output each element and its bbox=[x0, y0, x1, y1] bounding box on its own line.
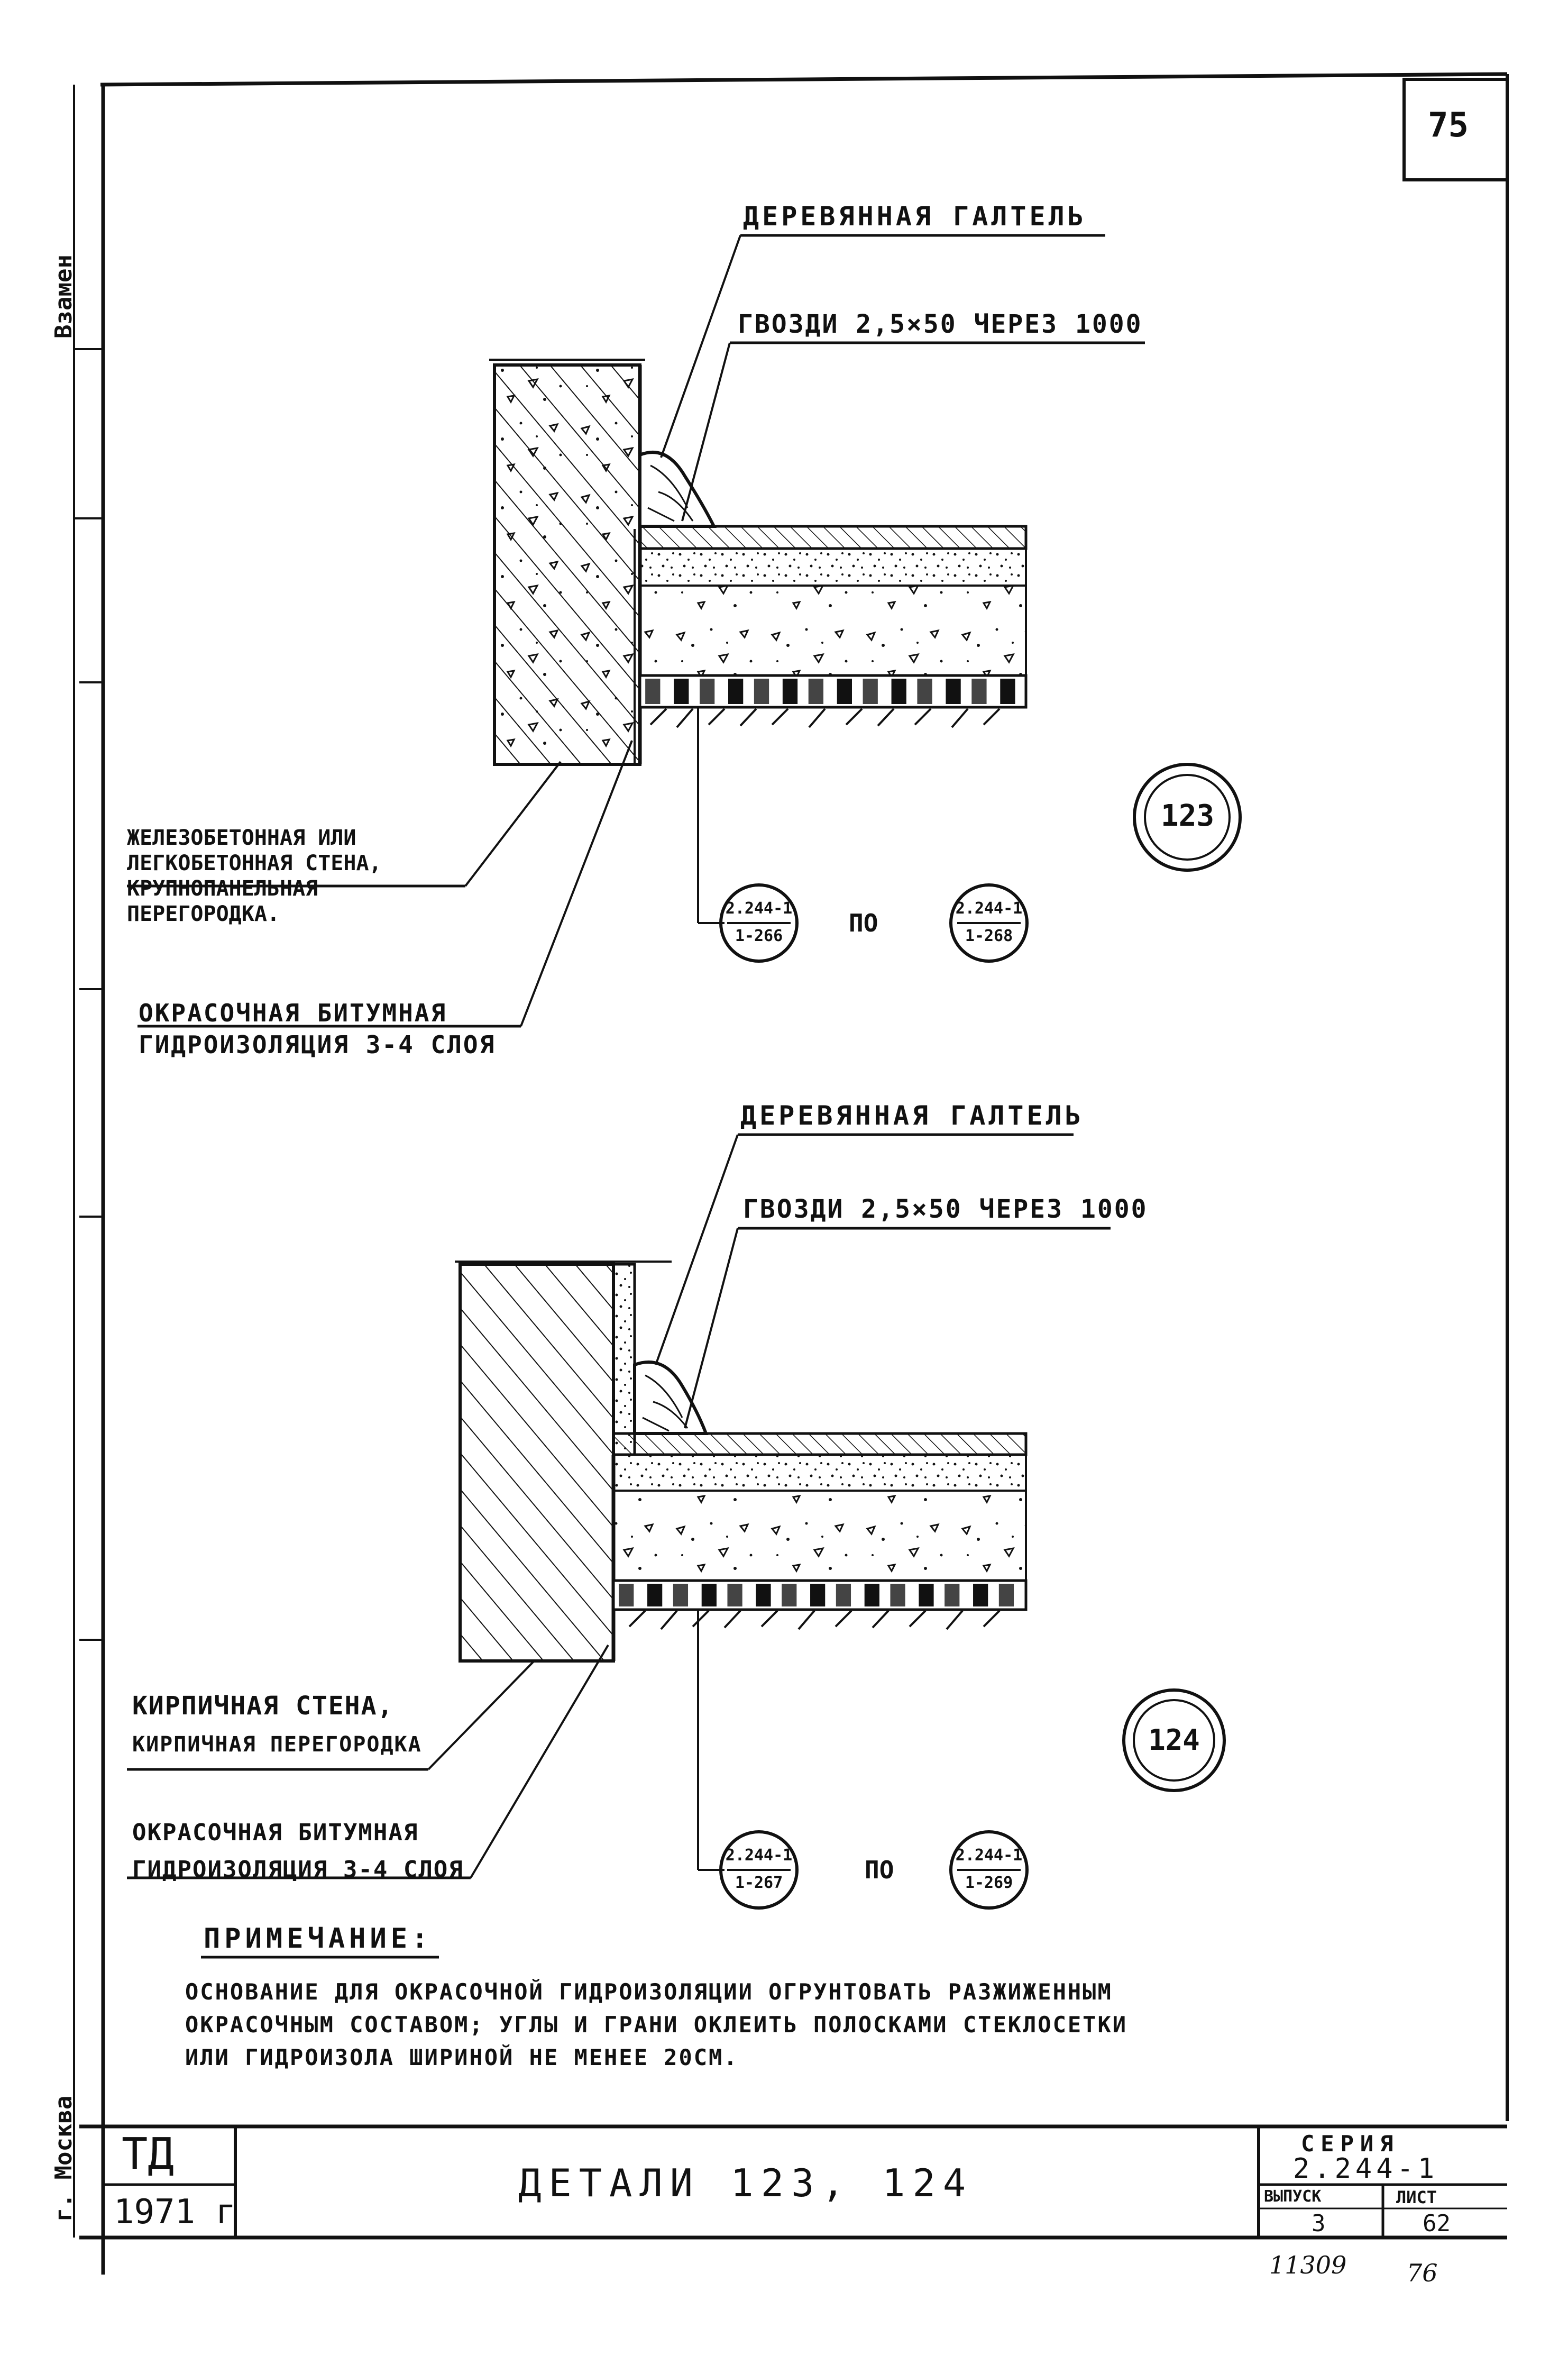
gravel-block bbox=[727, 1584, 742, 1606]
sheet-number: 75 bbox=[1428, 106, 1469, 145]
ref-to-124-top: 2.244-1 bbox=[955, 1846, 1023, 1865]
gravel-block bbox=[647, 1584, 663, 1606]
sheet-title: ДЕТАЛИ 123, 124 bbox=[518, 2161, 974, 2205]
issue-value: 3 bbox=[1312, 2210, 1326, 2237]
gravel-block bbox=[864, 1584, 879, 1606]
gravel-block bbox=[728, 679, 744, 704]
label-wall-124-line-2: КИРПИЧНАЯ ПЕРЕГОРОДКА bbox=[132, 1732, 422, 1757]
gravel-block bbox=[808, 679, 823, 704]
detail-number-124: 124 bbox=[1148, 1723, 1200, 1757]
label-wall-123-line-1: ЖЕЛЕЗОБЕТОННАЯ ИЛИ bbox=[127, 826, 356, 850]
gravel-block bbox=[945, 1584, 960, 1606]
note-title: ПРИМЕЧАНИЕ: bbox=[204, 1923, 433, 1955]
gravel-block bbox=[756, 1584, 771, 1606]
issue-label: ВЫПУСК bbox=[1264, 2187, 1322, 2206]
label-insulation-123-line-2: ГИДРОИЗОЛЯЦИЯ 3-4 СЛОЯ bbox=[139, 1030, 496, 1059]
inventory-number: 11309 bbox=[1269, 2251, 1347, 2279]
gravel-block bbox=[1000, 679, 1015, 704]
detail-number-123: 123 bbox=[1161, 799, 1215, 833]
label-wall-124-line-1: КИРПИЧНАЯ СТЕНА, bbox=[132, 1691, 394, 1721]
gravel-block bbox=[700, 679, 715, 704]
sheet-label: ЛИСТ bbox=[1396, 2187, 1437, 2207]
ref-from-124-bottom: 1-267 bbox=[735, 1874, 783, 1892]
ref-word-123: ПО bbox=[849, 909, 878, 937]
note-line-2: ОКРАСОЧНЫМ СОСТАВОМ; УГЛЫ И ГРАНИ ОКЛЕИТ… bbox=[185, 2012, 1128, 2038]
ref-from-124-top: 2.244-1 bbox=[725, 1846, 793, 1865]
note-body: ОСНОВАНИЕ ДЛЯ ОКРАСОЧНОЙ ГИДРОИЗОЛЯЦИИ О… bbox=[185, 1976, 1127, 2074]
year: 1971 г bbox=[114, 2193, 236, 2232]
gravel-block bbox=[919, 1584, 934, 1606]
gravel-block bbox=[890, 1584, 905, 1606]
label-insulation-123-line-1: ОКРАСОЧНАЯ БИТУМНАЯ bbox=[139, 999, 447, 1027]
label-gatel-124: ДЕРЕВЯННАЯ ГАЛТЕЛЬ bbox=[740, 1100, 1084, 1131]
label-insulation-124: ОКРАСОЧНАЯ БИТУМНАЯ ГИДРОИЗОЛЯЦИЯ 3-4 СЛ… bbox=[132, 1814, 464, 1888]
gravel-block bbox=[782, 679, 798, 704]
note-line-1: ОСНОВАНИЕ ДЛЯ ОКРАСОЧНОЙ ГИДРОИЗОЛЯЦИИ О… bbox=[185, 1979, 1113, 2005]
gravel-block bbox=[863, 679, 878, 704]
margin-stamp-top: Взамен bbox=[50, 254, 77, 339]
label-wall-123-line-3: КРУПНОПАНЕЛЬНАЯ bbox=[127, 876, 318, 901]
label-insulation-124-line-1: ОКРАСОЧНАЯ БИТУМНАЯ bbox=[132, 1819, 419, 1846]
label-wall-123-line-2: ЛЕГКОБЕТОННАЯ СТЕНА, bbox=[127, 851, 382, 875]
label-insulation-124-line-2: ГИДРОИЗОЛЯЦИЯ 3-4 СЛОЯ bbox=[132, 1856, 464, 1883]
gravel-block bbox=[674, 679, 689, 704]
label-wall-124: КИРПИЧНАЯ СТЕНА, bbox=[132, 1677, 393, 1735]
label-nails-124: ГВОЗДИ 2,5×50 ЧЕРЕЗ 1000 bbox=[743, 1194, 1148, 1224]
series-value: 2.244-1 bbox=[1293, 2153, 1439, 2185]
gravel-block bbox=[701, 1584, 717, 1606]
label-nails-123: ГВОЗДИ 2,5×50 ЧЕРЕЗ 1000 bbox=[738, 309, 1143, 339]
sheet-value: 62 bbox=[1423, 2210, 1451, 2237]
org-code: ТД bbox=[122, 2129, 174, 2179]
margin-stamp-bottom: г. Москва bbox=[50, 2095, 77, 2222]
gravel-block bbox=[645, 679, 661, 704]
gravel-block bbox=[810, 1584, 826, 1606]
ref-from-123-top: 2.244-1 bbox=[725, 899, 793, 918]
ref-word-124: ПО bbox=[865, 1856, 894, 1884]
gravel-block bbox=[917, 679, 932, 704]
gravel-block bbox=[754, 679, 769, 704]
label-wall-123-line-4: ПЕРЕГОРОДКА. bbox=[127, 902, 280, 926]
gravel-block bbox=[837, 679, 852, 704]
gravel-block bbox=[971, 679, 987, 704]
gravel-block bbox=[998, 1584, 1014, 1606]
ref-to-124-bottom: 1-269 bbox=[965, 1874, 1013, 1892]
gravel-block bbox=[673, 1584, 689, 1606]
label-insulation-123: ОКРАСОЧНАЯ БИТУМНАЯ ГИДРОИЗОЛЯЦИЯ 3-4 СЛ… bbox=[139, 997, 496, 1061]
page-number: 76 bbox=[1407, 2259, 1438, 2287]
series-label: СЕРИЯ bbox=[1301, 2131, 1400, 2157]
gravel-block bbox=[619, 1584, 634, 1606]
gravel-block bbox=[973, 1584, 988, 1606]
label-wall-123: ЖЕЛЕЗОБЕТОННАЯ ИЛИ ЛЕГКОБЕТОННАЯ СТЕНА, … bbox=[127, 825, 382, 927]
ref-to-123-top: 2.244-1 bbox=[955, 899, 1023, 918]
gravel-block bbox=[946, 679, 961, 704]
gravel-block bbox=[782, 1584, 797, 1606]
gravel-block bbox=[891, 679, 906, 704]
note-line-3: ИЛИ ГИДРОИЗОЛА ШИРИНОЙ НЕ МЕНЕЕ 20СМ. bbox=[185, 2044, 739, 2070]
gravel-block bbox=[836, 1584, 851, 1606]
ref-from-123-bottom: 1-266 bbox=[735, 927, 783, 945]
ref-to-123-bottom: 1-268 bbox=[965, 927, 1013, 945]
label-gatel-123: ДЕРЕВЯННАЯ ГАЛТЕЛЬ bbox=[743, 201, 1087, 232]
